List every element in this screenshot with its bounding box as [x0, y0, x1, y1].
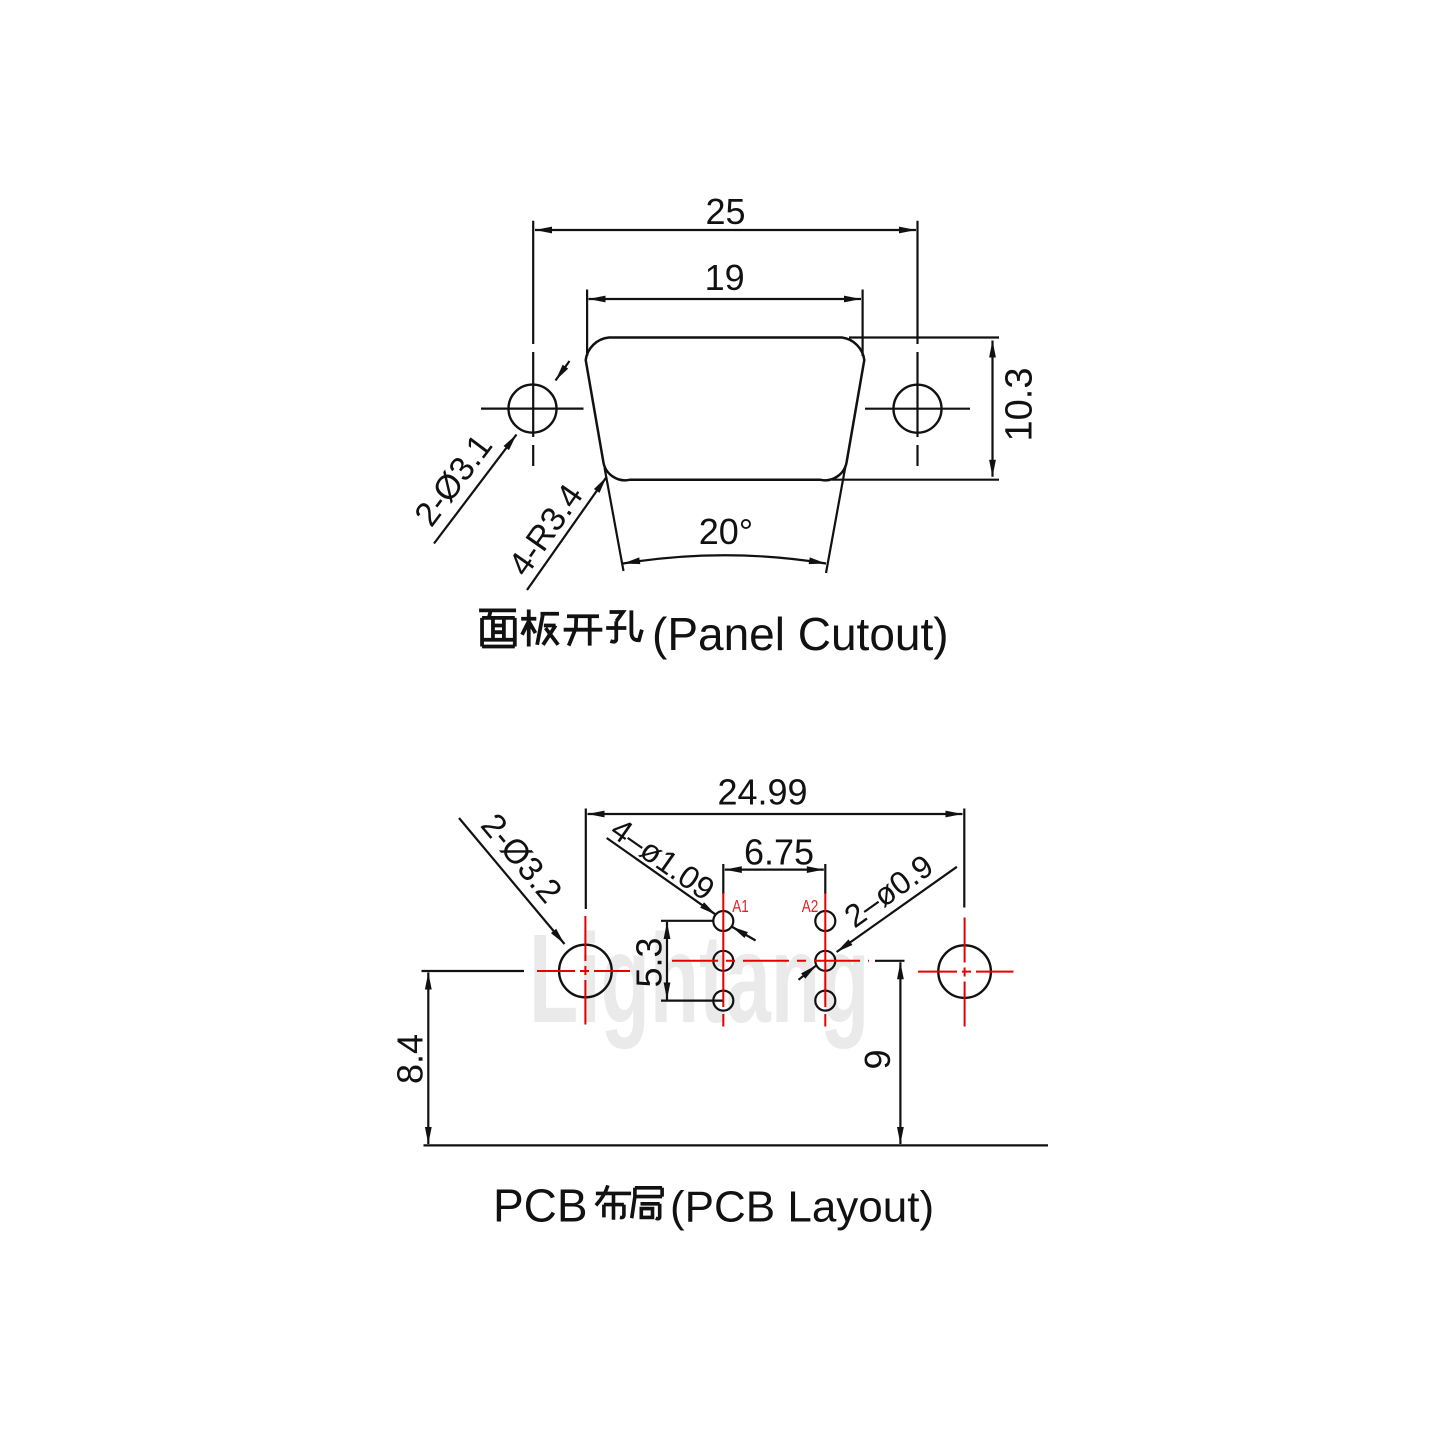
svg-text:10.3: 10.3 — [999, 368, 1041, 442]
svg-text:(PCB Layout): (PCB Layout) — [670, 1183, 934, 1232]
svg-text:A1: A1 — [732, 897, 749, 916]
svg-text:24.99: 24.99 — [717, 772, 807, 813]
svg-text:20°: 20° — [699, 511, 753, 552]
svg-text:PCB: PCB — [493, 1180, 588, 1232]
svg-text:9: 9 — [857, 1049, 898, 1069]
svg-text:6.75: 6.75 — [744, 832, 814, 873]
svg-text:4–ø1.09: 4–ø1.09 — [604, 811, 721, 908]
svg-text:19: 19 — [705, 257, 745, 298]
svg-text:4-R3.4: 4-R3.4 — [501, 477, 591, 582]
svg-text:2-Ø3.2: 2-Ø3.2 — [473, 806, 569, 910]
svg-text:5.3: 5.3 — [629, 937, 670, 987]
svg-text:Lightang: Lightang — [529, 909, 869, 1050]
svg-text:8.4: 8.4 — [390, 1034, 431, 1084]
svg-text:(Panel Cutout): (Panel Cutout) — [652, 608, 949, 660]
svg-text:25: 25 — [705, 191, 745, 232]
svg-text:A2: A2 — [802, 897, 819, 916]
